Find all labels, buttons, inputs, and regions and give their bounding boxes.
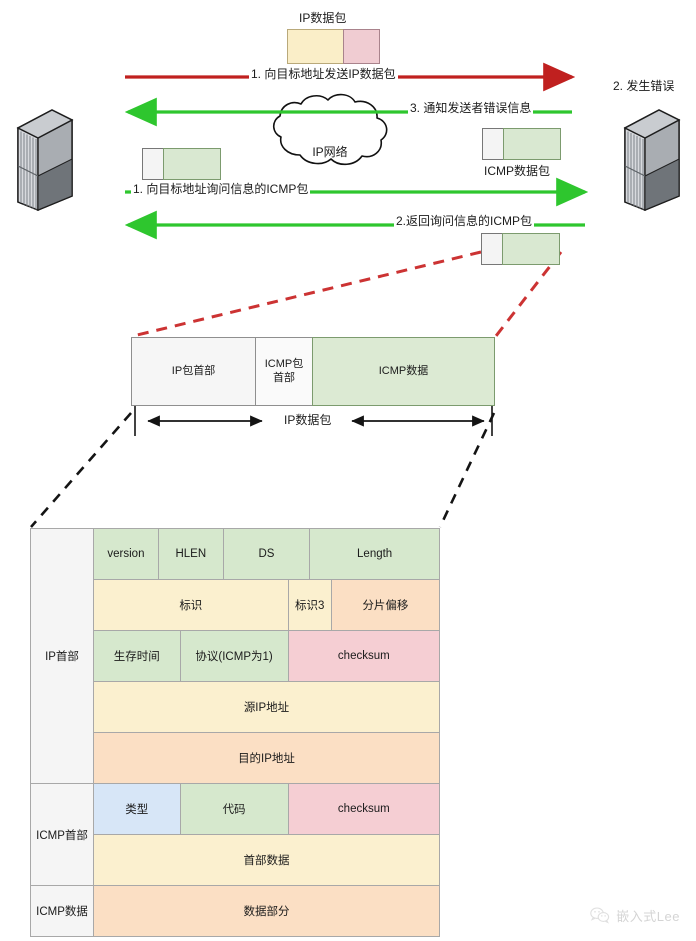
ip-packet-title: IP数据包 xyxy=(299,11,347,25)
error-occurred-label: 2. 发生错误 xyxy=(613,79,675,93)
table-row: IP首部 version HLEN DS Length xyxy=(30,528,440,784)
ip-packet-data-segment xyxy=(343,29,380,64)
icmp-packet-box-bottom xyxy=(481,233,561,265)
cell-icmp-code: 代码 xyxy=(179,783,289,835)
flow-label-1-ip: 1. 向目标地址发送IP数据包 xyxy=(249,67,398,82)
black-dashed-callout xyxy=(30,412,496,528)
cell-icmp-checksum: checksum xyxy=(287,783,441,835)
row-label-icmp-header: ICMP首部 xyxy=(30,783,94,886)
icmp-packet-box-left xyxy=(142,148,222,180)
strip-ip-header: IP包首部 xyxy=(131,337,256,406)
table-row: ICMP首部 类型 代码 checksum xyxy=(30,783,441,886)
ip-packet-header-segment xyxy=(287,29,344,64)
cell-source-ip: 源IP地址 xyxy=(93,681,440,733)
cell-icmp-header-data: 首部数据 xyxy=(93,834,440,886)
strip-icmp-header-line2: 首部 xyxy=(273,371,295,384)
watermark-text: 嵌入式Lee xyxy=(616,909,680,924)
icmp-packet-header-segment-bottom xyxy=(481,233,503,265)
cell-icmp-payload: 数据部分 xyxy=(93,885,440,937)
flow-label-1-icmp: 1. 向目标地址询问信息的ICMP包 xyxy=(131,182,311,197)
row-label-ip-header: IP首部 xyxy=(30,528,94,784)
cell-flags: 标识3 xyxy=(287,579,332,631)
sender-server-icon xyxy=(14,106,76,219)
cell-fragment-offset: 分片偏移 xyxy=(330,579,441,631)
table-row: 源IP地址 xyxy=(31,681,440,733)
receiver-server-icon xyxy=(621,106,683,219)
cell-length: Length xyxy=(309,528,440,580)
table-row: 首部数据 xyxy=(31,834,440,886)
cell-ds: DS xyxy=(222,528,311,580)
cell-dest-ip: 目的IP地址 xyxy=(93,732,440,784)
cell-identification: 标识 xyxy=(93,579,289,631)
cell-ttl: 生存时间 xyxy=(93,630,181,682)
table-row: ICMP数据 数据部分 xyxy=(30,885,440,937)
table-row: 标识 标识3 分片偏移 xyxy=(31,579,441,631)
icmp-packet-data-segment-right xyxy=(503,128,561,160)
ip-packet-box xyxy=(287,29,381,64)
cell-ip-checksum: checksum xyxy=(287,630,441,682)
cell-icmp-type: 类型 xyxy=(93,783,181,835)
cell-protocol: 协议(ICMP为1) xyxy=(179,630,289,682)
ip-icmp-header-table: IP首部 version HLEN DS Length 标识 标识3 分片偏移 … xyxy=(30,528,441,937)
strip-icmp-header-line1: ICMP包 xyxy=(264,357,304,370)
packet-structure-strip: IP包首部 ICMP包 首部 ICMP数据 xyxy=(131,337,497,406)
icmp-packet-header-segment-left xyxy=(142,148,164,180)
table-row: 目的IP地址 xyxy=(31,732,440,784)
strip-span-label: IP数据包 xyxy=(280,413,336,428)
icmp-packet-header-segment-right xyxy=(482,128,504,160)
wechat-icon xyxy=(590,907,610,924)
flow-label-2-icmp: 2.返回询问信息的ICMP包 xyxy=(394,214,535,229)
icmp-packet-box-right xyxy=(482,128,562,160)
flow-label-3-error: 3. 通知发送者错误信息 xyxy=(408,101,534,116)
strip-icmp-data: ICMP数据 xyxy=(312,337,495,406)
icmp-packet-data-segment-bottom xyxy=(502,233,560,265)
ip-network-label: IP网络 xyxy=(312,145,348,159)
row-label-icmp-data: ICMP数据 xyxy=(30,885,94,937)
watermark: 嵌入式Lee xyxy=(590,906,680,925)
cell-hlen: HLEN xyxy=(157,528,224,580)
icmp-packet-label: ICMP数据包 xyxy=(484,164,551,178)
cell-version: version xyxy=(93,528,159,580)
icmp-packet-data-segment-left xyxy=(163,148,221,180)
strip-icmp-header: ICMP包 首部 xyxy=(255,337,313,406)
